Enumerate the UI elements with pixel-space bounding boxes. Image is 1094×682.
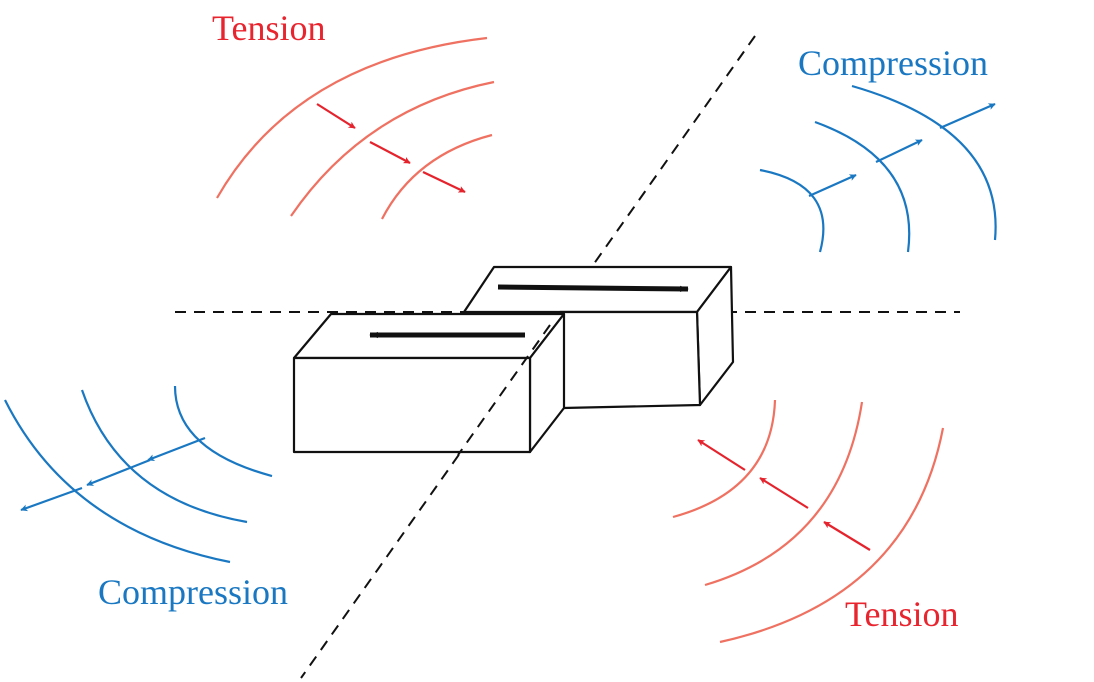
tension-arrow xyxy=(369,141,411,164)
compression-wavefront-middle xyxy=(80,389,248,524)
tension-wavefront-outer xyxy=(216,36,488,199)
tension-wavefronts-top-left xyxy=(216,36,495,220)
compression-arrow xyxy=(875,139,923,163)
auxiliary-plane-dashed-line xyxy=(300,35,756,679)
tension-arrow xyxy=(759,477,809,509)
compression-arrow xyxy=(147,436,206,462)
compression-label-top-right: Compression xyxy=(798,43,988,83)
tension-arrow xyxy=(316,103,356,129)
compression-arrow xyxy=(86,458,151,487)
auxiliary-plane-overlay xyxy=(457,324,551,456)
tension-wavefront-middle xyxy=(290,80,495,217)
left-block-front-face xyxy=(292,356,532,454)
tension-label-bottom-right: Tension xyxy=(845,594,958,634)
right-block-front-face xyxy=(558,310,702,410)
tension-arrows-top-left xyxy=(316,103,466,193)
tension-arrows-bottom-right xyxy=(697,439,871,551)
compression-wavefront-inner xyxy=(759,168,825,253)
tension-wavefronts-bottom-right xyxy=(672,399,945,644)
tension-arrow xyxy=(422,171,466,193)
tension-arrow xyxy=(697,439,746,471)
compression-wavefront-outer xyxy=(851,84,997,241)
tension-wavefront-middle xyxy=(704,401,864,587)
compression-label-bottom-left: Compression xyxy=(98,572,288,612)
compression-arrow xyxy=(939,102,996,130)
compression-wavefront-outer xyxy=(4,399,231,564)
right-block-slip-arrow xyxy=(497,284,689,293)
compression-wavefronts-bottom-left xyxy=(4,385,273,564)
tension-arrow xyxy=(823,521,871,551)
tension-wavefront-inner xyxy=(672,399,777,519)
compression-wavefronts-top-right xyxy=(759,84,997,253)
tension-wavefront-outer xyxy=(719,427,945,644)
compression-wavefront-middle xyxy=(814,120,911,253)
compression-wavefront-inner xyxy=(173,385,273,478)
compression-arrows-bottom-left xyxy=(20,436,206,512)
compression-arrows-top-right xyxy=(808,102,996,198)
compression-arrow xyxy=(20,486,83,512)
tension-label-top-left: Tension xyxy=(212,8,325,48)
compression-arrow xyxy=(808,173,857,198)
tension-wavefront-inner xyxy=(381,133,493,220)
